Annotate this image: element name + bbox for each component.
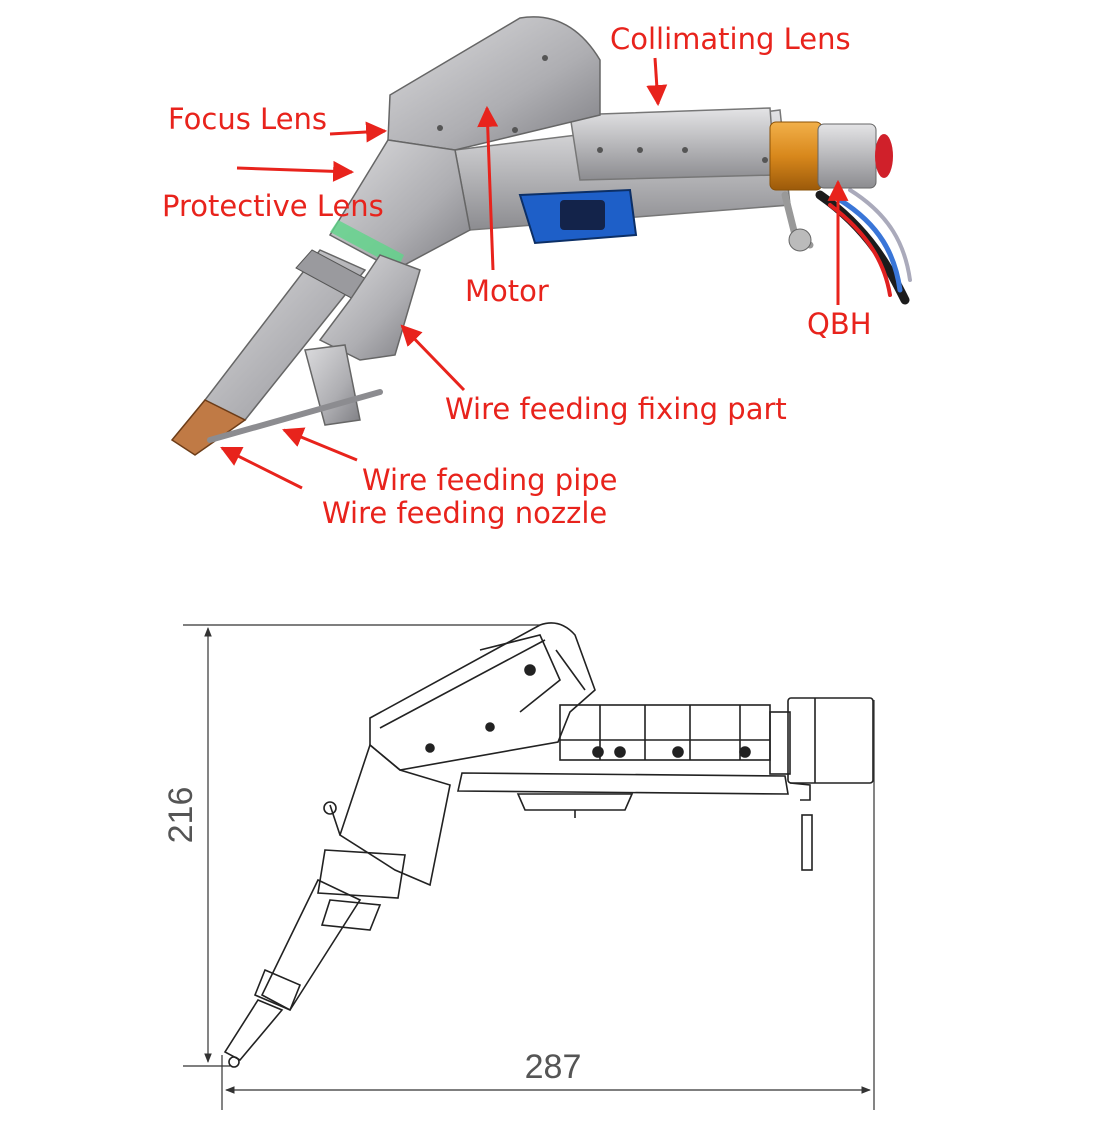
qbh-label: QBH: [807, 307, 872, 341]
protective-lens-label: Protective Lens: [162, 189, 384, 223]
wire-fixing-bracket: [318, 254, 421, 361]
callout-arrows: [220, 57, 849, 490]
wire-pipe-label: Wire feeding pipe: [362, 463, 618, 497]
drawing-neck: [339, 743, 451, 887]
width-dimension-label: 287: [525, 1048, 582, 1086]
height-dimension-label: 216: [162, 787, 200, 844]
technical-drawing: [223, 622, 874, 1068]
qbh-connector: [817, 123, 877, 189]
wire-fixing-label: Wire feeding fixing part: [445, 392, 787, 426]
head-box: [387, 16, 601, 151]
collimating-lens-arrow: [646, 57, 668, 107]
focus-lens-label: Focus Lens: [168, 102, 327, 136]
drawing-head-box: [369, 622, 596, 771]
wire-nozzle-arrow: [220, 446, 303, 490]
motor-arrow: [477, 105, 499, 271]
collimating-housing: [569, 107, 776, 181]
wire-fixing-arrow: [400, 324, 466, 392]
wire-pipe-arrow: [282, 427, 358, 462]
dimension-lines: [183, 624, 875, 1110]
drawing-collimator: [559, 704, 771, 761]
protective-lens-arrow: [236, 160, 355, 182]
motor-label: Motor: [465, 274, 549, 308]
drawing-qbh: [769, 711, 791, 775]
callout-labels: Collimating Lens Focus Lens Protective L…: [162, 22, 872, 530]
wire-nozzle-label: Wire feeding nozzle: [322, 496, 607, 530]
drawing-rail: [457, 772, 789, 795]
wire-feeding-pipe: [207, 389, 383, 443]
drawing-barrel: [260, 878, 362, 1012]
focus-lens-arrow: [329, 121, 388, 143]
orange-ring: [769, 121, 823, 191]
copper-nozzle: [170, 399, 247, 456]
collimating-lens-label: Collimating Lens: [610, 22, 851, 56]
qbh-red-cap: [875, 134, 893, 178]
drawing-nozzle: [223, 999, 284, 1062]
cable-bundle: [815, 188, 912, 305]
welding-head-illustration: [170, 16, 912, 456]
